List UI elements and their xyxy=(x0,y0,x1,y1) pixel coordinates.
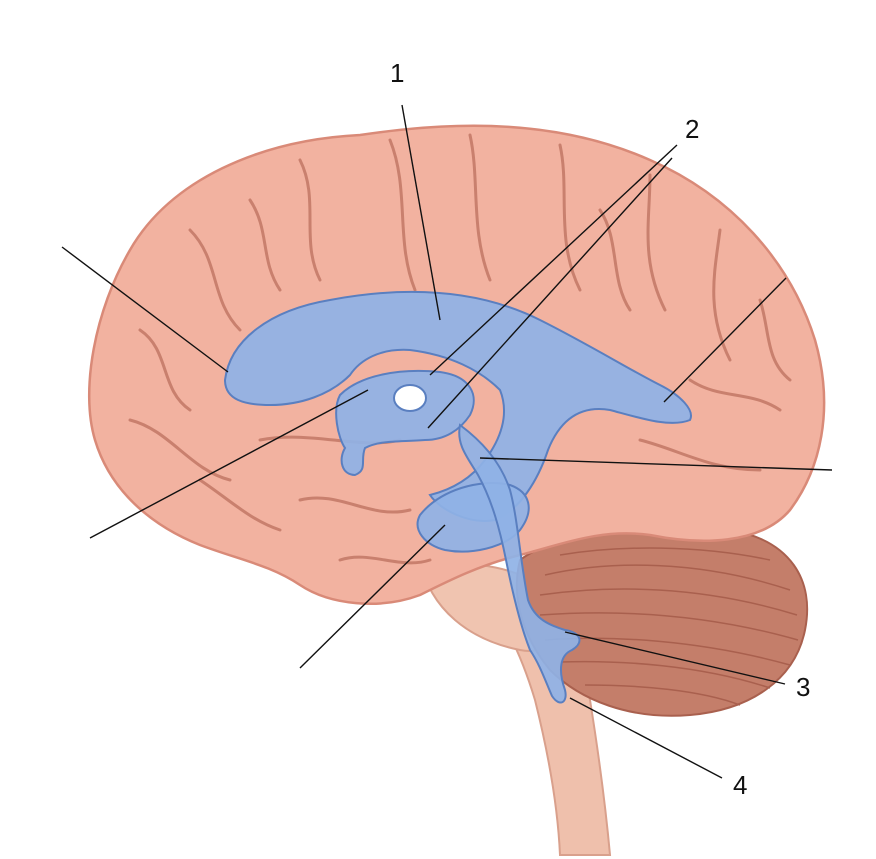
cerebellum xyxy=(515,525,809,717)
leader-line-right-upper xyxy=(663,277,787,403)
sulci xyxy=(128,133,792,565)
leader-line-3 xyxy=(564,631,786,685)
callout-number-4: 4 xyxy=(733,770,748,800)
callout-number-1: 1 xyxy=(390,58,405,88)
callout-number-2: 2 xyxy=(685,114,700,144)
third-ventricle xyxy=(335,369,475,477)
lateral-ventricle xyxy=(223,290,692,522)
cerebrum xyxy=(87,124,826,605)
leader-line-lower-left xyxy=(299,524,446,669)
leader-line-2a xyxy=(429,144,678,376)
interthalamic-adhesion xyxy=(393,384,427,412)
ventricular-system xyxy=(223,290,692,704)
cerebral-aqueduct xyxy=(458,423,581,704)
leader-line-left-upper xyxy=(61,246,229,373)
leader-line-2b xyxy=(427,157,673,429)
leader-line-1 xyxy=(401,104,441,321)
leader-line-left-lower xyxy=(89,389,369,539)
callout-number-3: 3 xyxy=(796,672,811,702)
leader-line-4 xyxy=(569,697,723,779)
leader-line-right-mid xyxy=(479,457,833,471)
leader-lines xyxy=(61,104,833,779)
